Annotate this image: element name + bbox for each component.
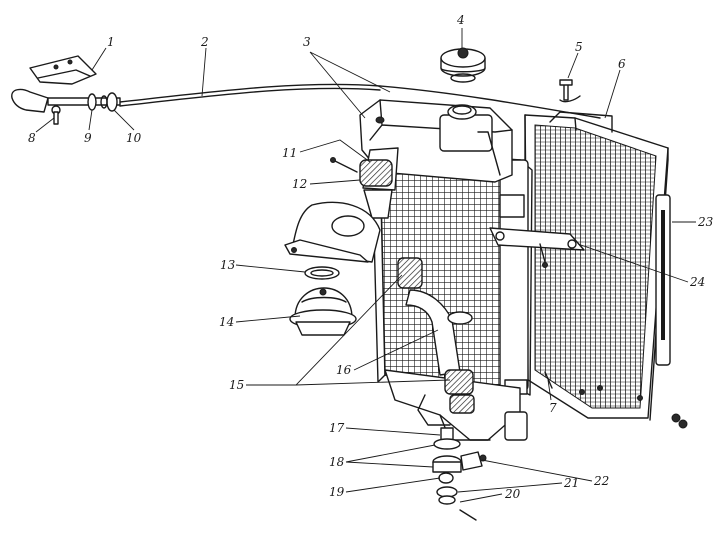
callout-15: 15 [229, 378, 244, 392]
callout-5: 5 [575, 40, 583, 54]
gasket [304, 266, 340, 280]
lower-hose [397, 257, 475, 414]
callout-19: 19 [329, 485, 345, 499]
upper-hose [284, 147, 399, 263]
radiator-core [371, 149, 533, 396]
callout-16: 16 [336, 363, 352, 377]
drain-cock [432, 427, 487, 521]
leader-lines [35, 28, 696, 503]
callout-12: 12 [292, 177, 307, 191]
callout-11: 11 [282, 146, 297, 160]
callout-14: 14 [219, 315, 234, 329]
bracket-bolt [544, 371, 553, 389]
control-handle [11, 55, 121, 125]
callout-24: 24 [689, 275, 705, 289]
callout-18: 18 [329, 455, 345, 469]
callout-labels: 1 2 3 4 5 6 7 8 9 10 11 12 13 14 15 16 1… [28, 13, 714, 501]
callout-8: 8 [28, 131, 36, 145]
callout-6: 6 [618, 57, 626, 71]
callout-4: 4 [456, 13, 465, 27]
callout-2: 2 [200, 35, 209, 49]
callout-23: 23 [697, 215, 714, 229]
callout-20: 20 [504, 487, 521, 501]
filler-cap [440, 47, 486, 83]
callout-13: 13 [220, 258, 236, 272]
callout-9: 9 [84, 131, 92, 145]
radiator-shutter [524, 111, 688, 429]
brace-rod [489, 227, 585, 268]
callout-17: 17 [329, 421, 345, 435]
callout-3: 3 [303, 35, 311, 49]
callout-22: 22 [593, 474, 609, 488]
callout-21: 21 [563, 476, 579, 490]
control-cable [119, 83, 601, 119]
callout-10: 10 [126, 131, 142, 145]
bolt [559, 79, 581, 103]
thermostat [289, 287, 357, 336]
callout-1: 1 [107, 35, 115, 49]
callout-7: 7 [549, 401, 557, 415]
upper-tank [359, 99, 513, 183]
